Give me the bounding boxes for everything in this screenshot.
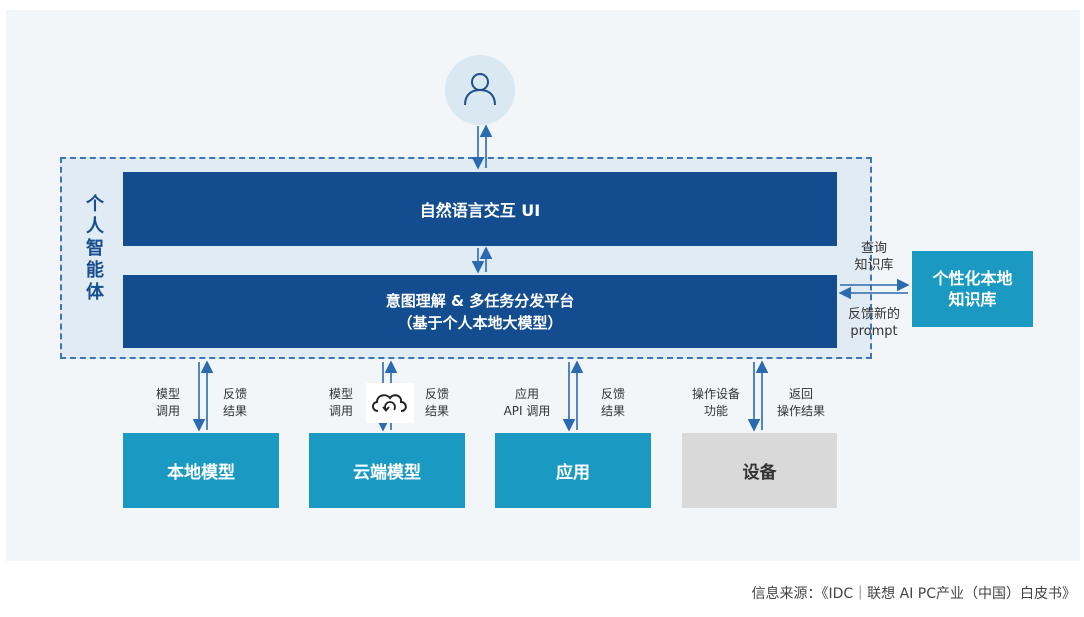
label-line: 结果 [424, 404, 449, 418]
source-note: 信息来源：《IDC｜联想 AI PC产业（中国）白皮书》 [751, 586, 1076, 602]
cloud-result-label: 反馈 结果 [414, 386, 460, 420]
feedback-prompt-label: 反馈新的 prompt [838, 306, 910, 340]
label-line: 调用 [328, 404, 353, 418]
box-label: 应用 [556, 463, 590, 483]
query-line-2: 知识库 [854, 258, 894, 273]
agent-label-char: 体 [86, 282, 104, 303]
label-line: 调用 [155, 404, 180, 418]
app-box: 应用 [495, 433, 651, 508]
agent-label-char: 智 [86, 238, 104, 259]
cloud-sync-icon [372, 394, 407, 412]
intent-line-2: （基于个人本地大模型） [397, 313, 563, 332]
device-result-label: 返回 操作结果 [766, 386, 836, 420]
personal-knowledge-base: 个性化本地 知识库 [912, 251, 1033, 327]
kb-line-2: 知识库 [948, 290, 997, 309]
intent-platform-bar: 意图理解 & 多任务分发平台 （基于个人本地大模型） [123, 275, 837, 348]
user-icon [464, 73, 496, 106]
cloud-icon-wrap [366, 383, 414, 423]
agent-label-char: 人 [86, 216, 104, 237]
label-line: 操作结果 [776, 404, 825, 418]
query-line-1: 查询 [860, 241, 887, 256]
app-result-label: 反馈 结果 [590, 386, 636, 420]
nl-ui-label: 自然语言交互 UI [419, 201, 541, 220]
query-kb-label: 查询 知识库 [844, 240, 904, 274]
label-line: 结果 [222, 404, 247, 418]
feedback-line-2: prompt [850, 324, 898, 339]
label-line: 结果 [600, 404, 625, 418]
label-line: 功能 [703, 404, 728, 418]
label-line: 模型 [328, 387, 353, 401]
label-line: 反馈 [424, 387, 449, 401]
cloud-model-box: 云端模型 [309, 433, 465, 508]
agent-label-char: 能 [86, 260, 104, 281]
app-call-label: 应用 API 调用 [490, 386, 564, 420]
device-box: 设备 [682, 433, 837, 508]
agent-label-char: 个 [86, 194, 104, 215]
label-line: 操作设备 [691, 387, 740, 401]
local-result-label: 反馈 结果 [212, 386, 258, 420]
label-line: 反馈 [600, 387, 625, 401]
nl-ui-bar: 自然语言交互 UI [123, 172, 837, 246]
local-model-box: 本地模型 [123, 433, 279, 508]
label-line: 应用 [514, 387, 539, 401]
user-avatar [445, 55, 515, 125]
feedback-line-1: 反馈新的 [847, 307, 900, 322]
agent-label: 个 人 智 能 体 [84, 194, 106, 304]
intent-line-1: 意图理解 & 多任务分发平台 [385, 291, 575, 310]
label-line: 模型 [155, 387, 180, 401]
local-call-label: 模型 调用 [140, 386, 196, 420]
label-line: 反馈 [222, 387, 247, 401]
label-line: API 调用 [503, 404, 551, 418]
kb-line-1: 个性化本地 [932, 269, 1013, 288]
cloud-call-label: 模型 调用 [318, 386, 364, 420]
label-line: 返回 [788, 387, 813, 401]
box-label: 本地模型 [167, 463, 235, 483]
box-label: 云端模型 [353, 463, 421, 483]
box-label: 设备 [742, 463, 777, 483]
device-call-label: 操作设备 功能 [684, 386, 748, 420]
